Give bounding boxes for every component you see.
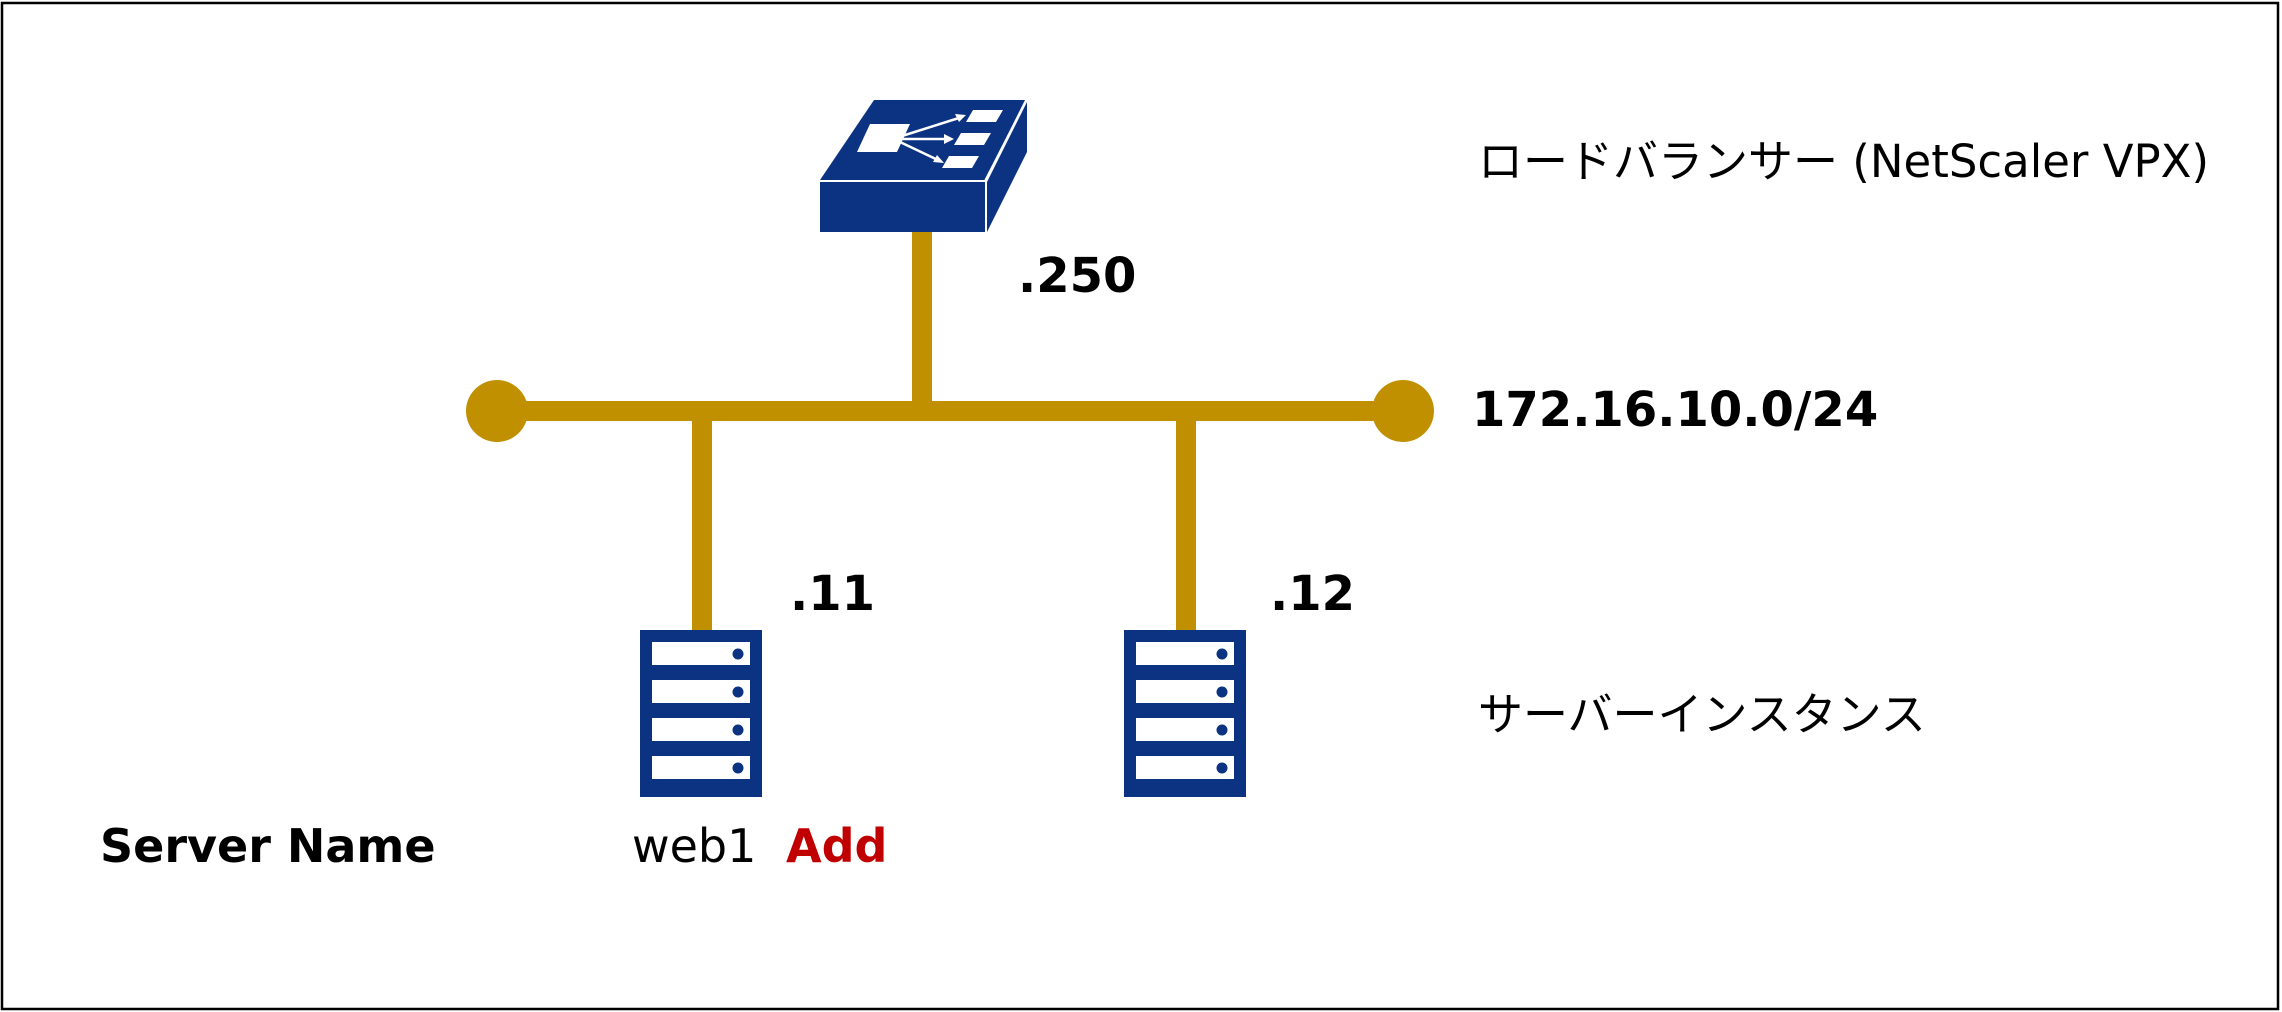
server-group-label: サーバーインスタンス (1478, 688, 1926, 741)
load-balancer-ip-suffix: .250 (1018, 248, 1136, 304)
bus-end-right (1372, 380, 1434, 442)
load-balancer-switch-icon (820, 100, 1027, 232)
server-2-ip-suffix: .12 (1270, 566, 1355, 622)
server-rack-icon (1124, 630, 1246, 797)
server-name-heading: Server Name (100, 819, 436, 873)
add-server-button[interactable]: Add (786, 819, 887, 873)
server-1-ip-suffix: .11 (790, 566, 875, 622)
bus-end-left (466, 380, 528, 442)
network-segment (466, 230, 1434, 632)
network-cidr-label: 172.16.10.0/24 (1472, 382, 1878, 438)
load-balancer-label: ロードバランサー (NetScaler VPX) (1478, 135, 2209, 188)
server-rack-icon (640, 630, 762, 797)
server-name-value: web1 (632, 819, 756, 873)
